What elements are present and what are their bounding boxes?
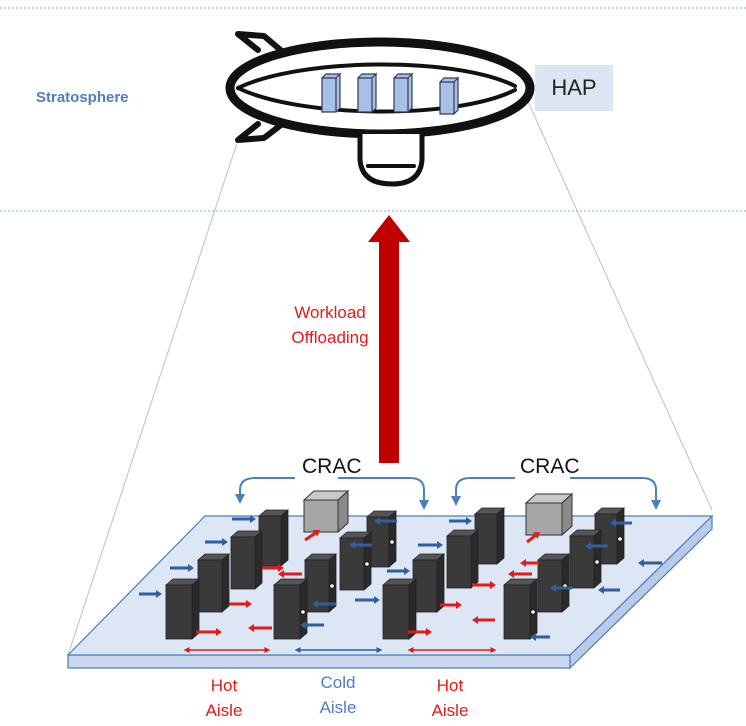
cold-air-arrow	[598, 586, 620, 594]
hot-air-arrow	[278, 570, 302, 578]
hot-aisle-1-line2: Aisle	[205, 701, 243, 720]
crac-flow-left	[235, 477, 429, 510]
hot-air-arrow	[408, 628, 432, 636]
server-rack	[338, 531, 373, 591]
crac-unit-left	[302, 489, 350, 534]
hot-aisle-1-line1: Hot	[210, 676, 238, 695]
hot-aisle-2-line1: Hot	[436, 676, 464, 695]
server-rack	[502, 578, 539, 640]
hot-air-arrow	[526, 532, 540, 544]
airflow-arrows	[139, 515, 662, 641]
cold-air-arrow	[355, 596, 380, 604]
cold-air-arrow	[232, 515, 256, 523]
hot-air-arrow	[440, 601, 462, 609]
crac-label-right: CRAC	[520, 455, 580, 478]
projection-line-left	[67, 139, 239, 656]
server-rack	[536, 553, 571, 613]
cold-air-arrow	[418, 541, 443, 549]
hot-air-arrow	[472, 581, 496, 589]
cold-air-arrow	[530, 633, 550, 641]
crac-unit-right	[524, 492, 574, 537]
workload-text: Workload	[294, 303, 366, 322]
offload-arrow	[368, 215, 410, 463]
hot-air-arrow	[472, 616, 495, 624]
server-rack	[196, 553, 231, 613]
server-rack	[473, 507, 506, 565]
stratosphere-label: Stratosphere	[36, 89, 129, 106]
hot-aisle-label-2: Hot Aisle	[405, 673, 495, 723]
hot-air-arrow	[196, 628, 222, 636]
crac-label-left: CRAC	[302, 455, 362, 478]
hap-text: HAP	[551, 75, 597, 100]
cold-air-arrow	[638, 559, 662, 567]
hot-aisle-label-1: Hot Aisle	[179, 673, 269, 723]
cold-air-arrow	[170, 564, 194, 572]
server-rack	[445, 529, 480, 589]
server-racks	[164, 507, 626, 640]
cold-air-arrow	[205, 538, 228, 546]
cold-air-arrow	[374, 517, 397, 525]
workload-offloading-label: Workload Offloading	[270, 300, 390, 350]
projection-line-right	[524, 94, 713, 511]
cold-air-arrow	[449, 517, 472, 525]
hot-air-arrow	[520, 559, 539, 567]
server-rack	[411, 553, 446, 613]
server-icons	[321, 72, 460, 115]
server-rack	[381, 578, 418, 640]
cold-air-arrow	[550, 584, 572, 592]
server-rack	[257, 509, 290, 567]
airship-icon	[225, 31, 535, 187]
crac-flow-right	[451, 477, 661, 510]
cold-air-arrow	[349, 541, 372, 549]
cold-aisle-line2: Aisle	[319, 698, 357, 717]
server-rack	[272, 578, 309, 640]
hot-air-arrow	[508, 570, 532, 578]
hap-label: HAP	[535, 65, 613, 111]
cold-air-arrow	[312, 600, 336, 608]
cold-air-arrow	[387, 567, 410, 575]
cold-aisle-line1: Cold	[320, 673, 356, 692]
server-rack	[568, 529, 603, 589]
cold-air-arrow	[139, 590, 162, 598]
hot-air-arrow	[262, 564, 284, 572]
server-rack	[164, 578, 201, 640]
cold-aisle-label: Cold Aisle	[293, 670, 383, 720]
hot-air-arrow	[304, 530, 320, 542]
cold-air-arrow	[300, 621, 324, 629]
offloading-text: Offloading	[291, 328, 369, 347]
cold-air-arrow	[610, 519, 632, 527]
hot-aisle-2-line2: Aisle	[431, 701, 469, 720]
hot-air-arrow	[229, 600, 252, 608]
cold-air-arrow	[585, 542, 608, 550]
hot-air-arrow	[248, 624, 272, 632]
server-rack	[229, 530, 264, 590]
